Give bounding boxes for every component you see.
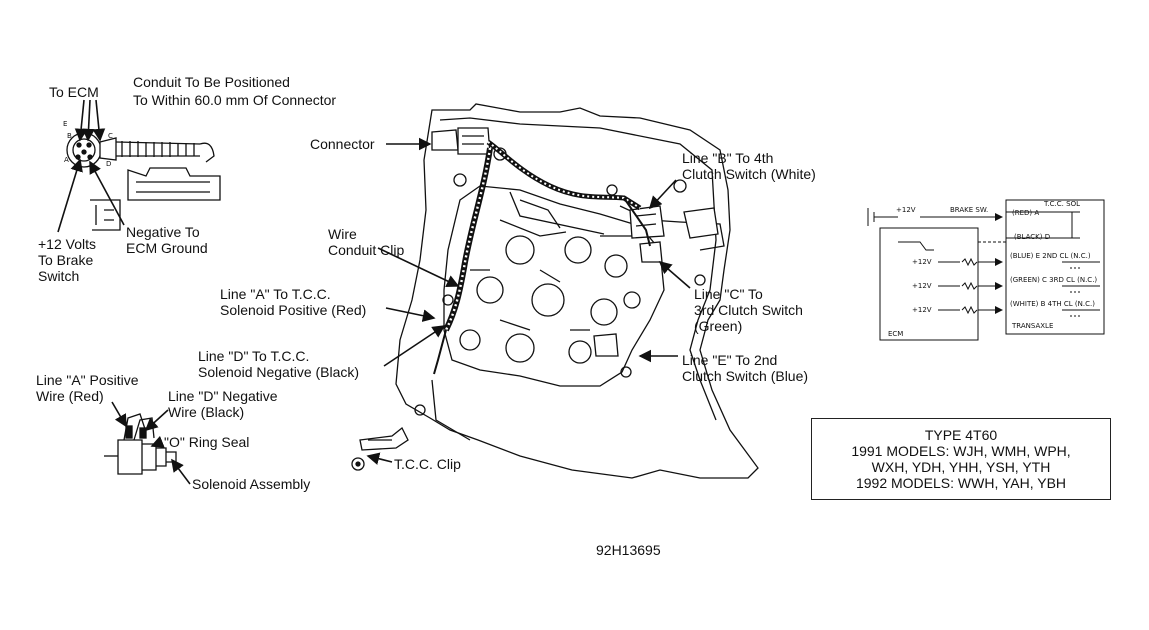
pin-e-label: E (63, 120, 68, 128)
line-d-label-line1: Line "D" To T.C.C. (198, 348, 310, 364)
negative-ground-label-line2: ECM Ground (126, 240, 208, 256)
line-c-label-line2: 3rd Clutch Switch (694, 302, 803, 318)
tcc-clip-illustration (351, 426, 409, 471)
line-c-label-line3: (Green) (694, 318, 743, 334)
schematic-tcc-sol: T.C.C. SOL (1044, 200, 1080, 208)
negative-wire-label-line1: Line "D" Negative (168, 388, 278, 404)
transaxle-valve-body (395, 103, 759, 479)
schematic-row-white: (WHITE) B 4TH CL (N.C.) (1010, 300, 1095, 308)
negative-wire-label-line2: Wire (Black) (168, 404, 245, 420)
line-c-label-line1: Line "C" To (694, 286, 763, 302)
plus12-label-line2: To Brake (38, 252, 94, 268)
negative-ground-label-line1: Negative To (126, 224, 200, 240)
conduit-note-line2: To Within 60.0 mm Of Connector (133, 92, 337, 108)
conduit-clip-label: Conduit Clip (328, 242, 405, 258)
to-ecm-label: To ECM (49, 84, 99, 100)
line-a-label-line1: Line "A" To T.C.C. (220, 286, 331, 302)
wiring-schematic (867, 199, 1105, 341)
connector-illustration (66, 132, 221, 231)
schematic-plus12: +12V (896, 206, 916, 214)
plus12-label-line1: +12 Volts (38, 236, 96, 252)
schematic-black-d: (BLACK) D (1014, 233, 1051, 241)
line-e-label-line1: Line "E" To 2nd (682, 352, 778, 368)
schematic-ecm: ECM (888, 330, 904, 338)
pin-d-label: D (106, 160, 112, 168)
line-d-label-line2: Solenoid Negative (Black) (198, 364, 360, 380)
figure-id: 92H13695 (596, 542, 661, 558)
model-type-box: TYPE 4T60 1991 MODELS: WJH, WMH, WPH, WX… (811, 418, 1111, 500)
type-box-1991-line2: WXH, YDH, YHH, YSH, YTH (871, 459, 1051, 475)
line-a-label-line2: Solenoid Positive (Red) (220, 302, 367, 318)
wire-harness (433, 139, 651, 375)
schematic-row-green: (GREEN) C 3RD CL (N.C.) (1010, 276, 1098, 284)
solenoid-assembly-illustration (104, 413, 177, 475)
type-box-1992: 1992 MODELS: WWH, YAH, YBH (855, 475, 1067, 491)
conduit-note-line1: Conduit To Be Positioned (133, 74, 290, 90)
schematic-row-blue: (BLUE) E 2ND CL (N.C.) (1010, 252, 1091, 260)
line-b-label-line1: Line "B" To 4th (682, 150, 774, 166)
schematic-v12-1: +12V (912, 258, 932, 266)
schematic-transaxle: TRANSAXLE (1012, 322, 1054, 330)
line-b-label-line2: Clutch Switch (White) (682, 166, 816, 182)
schematic-red-a: (RED) A (1012, 209, 1040, 217)
pin-b-label: B (67, 132, 72, 140)
tcc-clip-label: T.C.C. Clip (394, 456, 461, 472)
solenoid-assembly-label: Solenoid Assembly (192, 476, 311, 492)
line-e-label-line2: Clutch Switch (Blue) (682, 368, 809, 384)
positive-wire-label-line1: Line "A" Positive (36, 372, 139, 388)
schematic-v12-2: +12V (912, 282, 932, 290)
plus12-label-line3: Switch (38, 268, 80, 284)
schematic-brake-sw: BRAKE SW. (950, 206, 989, 214)
wire-label: Wire (328, 226, 357, 242)
positive-wire-label-line2: Wire (Red) (36, 388, 104, 404)
type-box-title: TYPE 4T60 (924, 427, 998, 443)
pin-a-label: A (64, 156, 69, 164)
o-ring-seal-label: "O" Ring Seal (164, 434, 250, 450)
type-box-1991-line1: 1991 MODELS: WJH, WMH, WPH, (851, 443, 1071, 459)
pin-c-label: C (108, 132, 113, 140)
connector-label: Connector (310, 136, 375, 152)
schematic-v12-3: +12V (912, 306, 932, 314)
